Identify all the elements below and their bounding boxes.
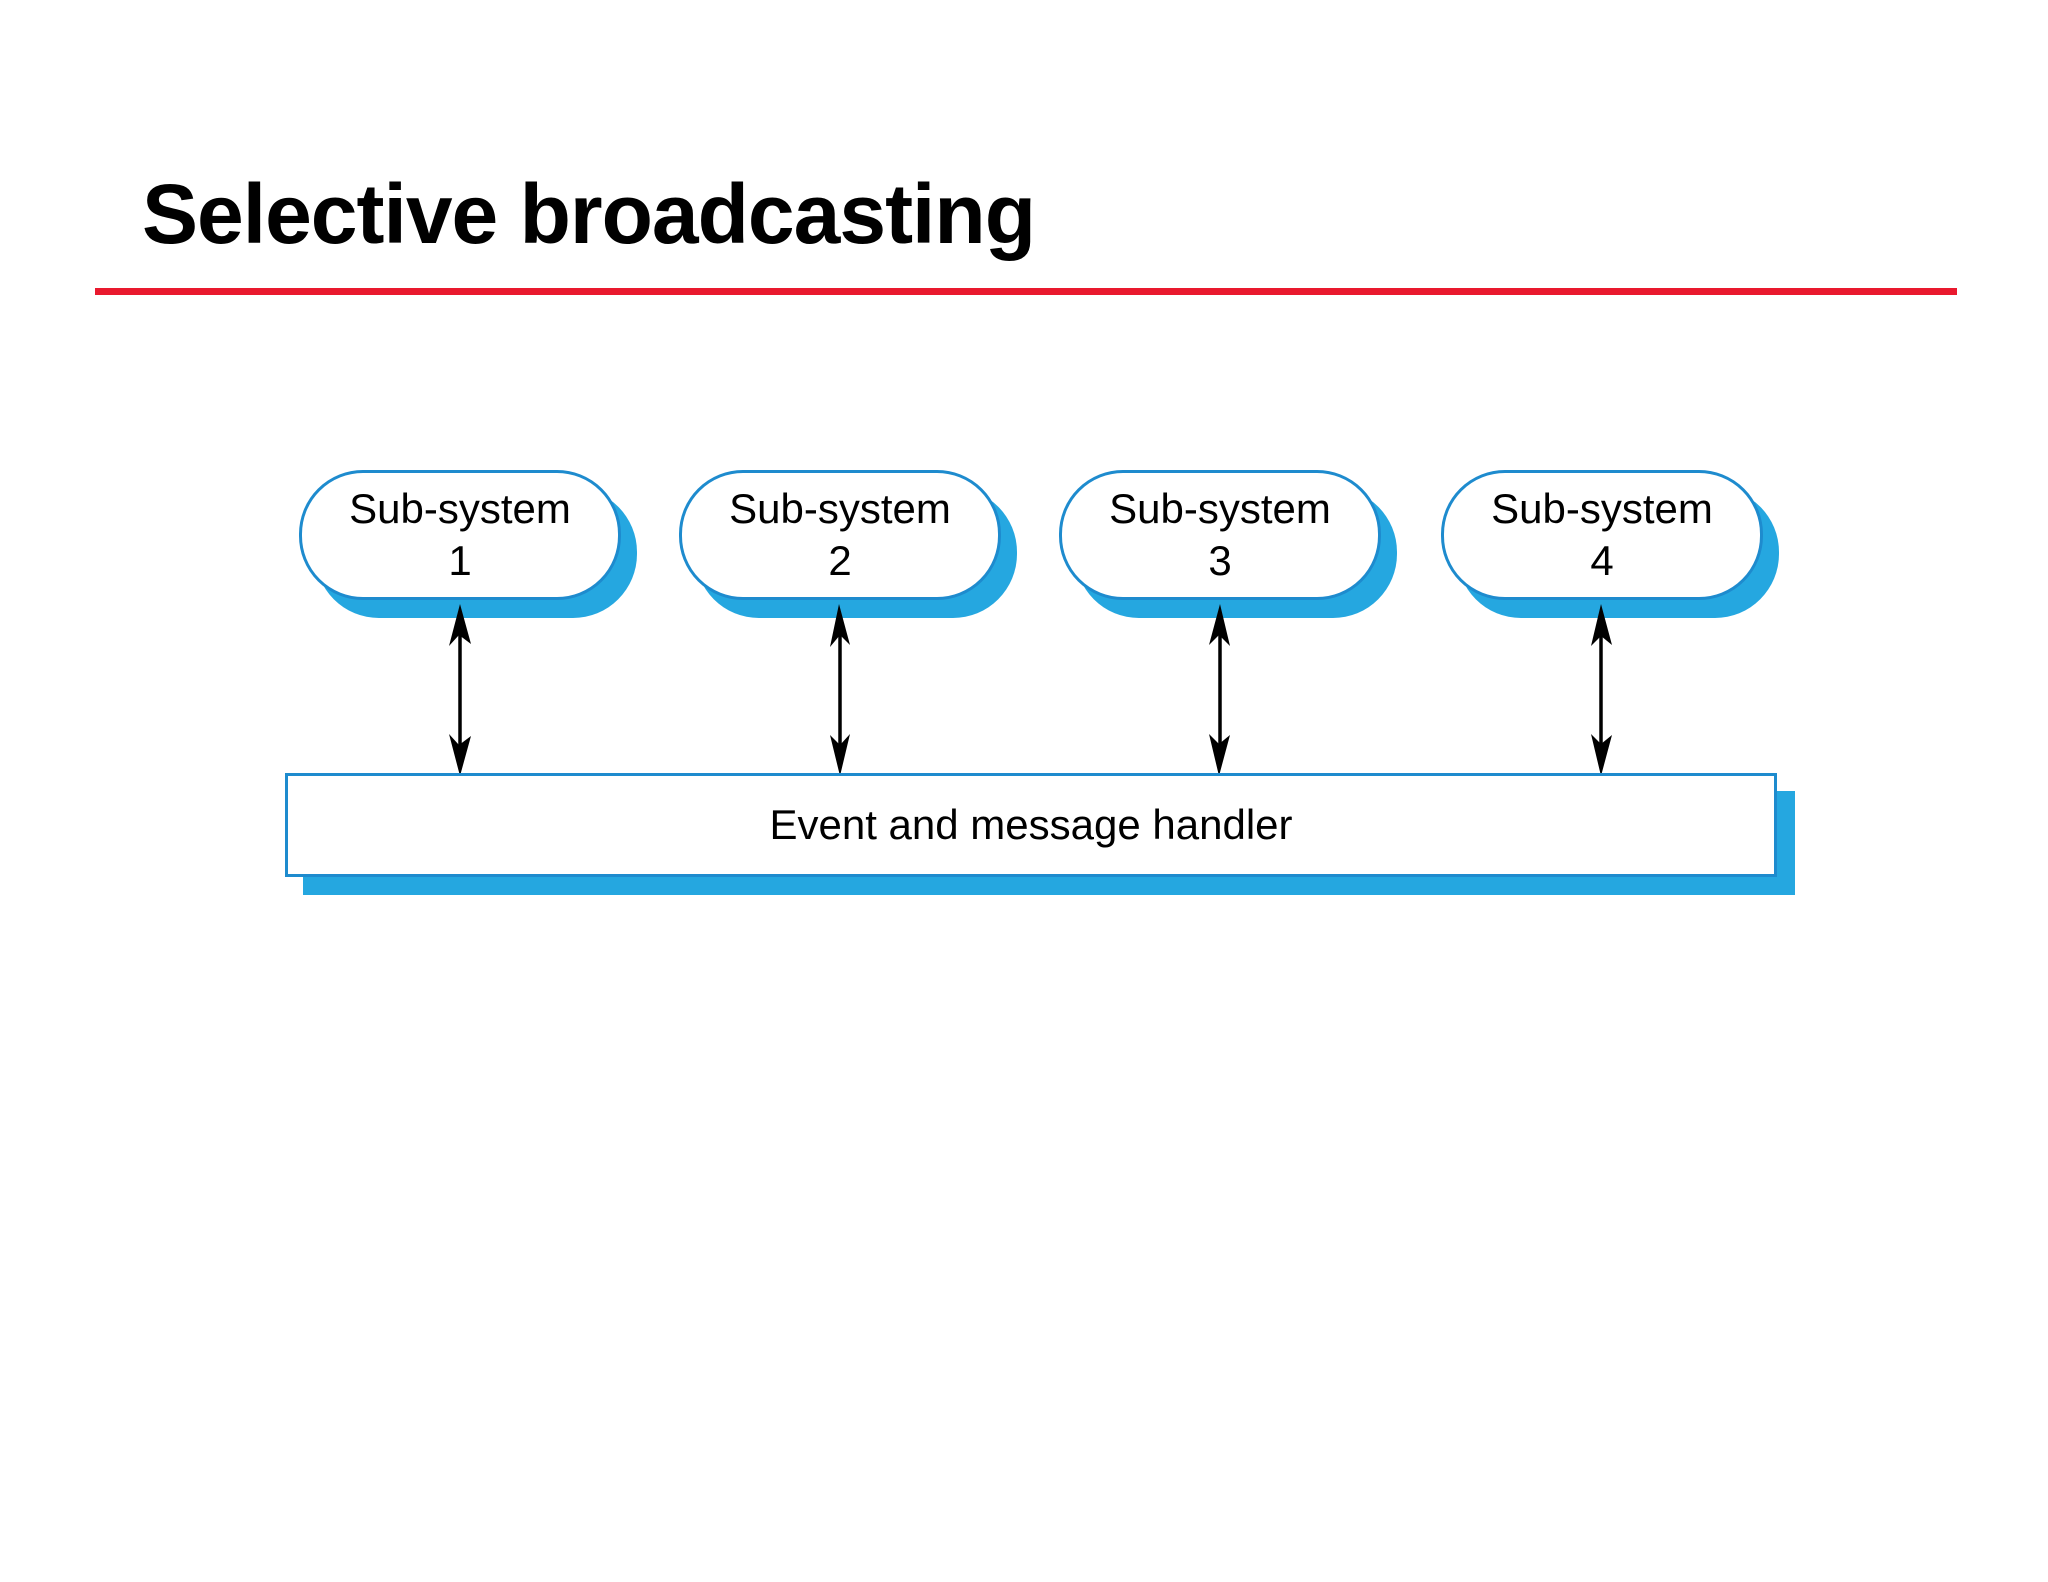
subsystem-label: Sub-system [729, 485, 951, 532]
event-message-handler-box: Event and message handler [285, 773, 1777, 877]
slide-title: Selective broadcasting [142, 167, 1036, 261]
bidirectional-arrow-icon [449, 604, 471, 776]
subsystem-box-1: Sub-system 1 [299, 470, 621, 600]
subsystem-box-3: Sub-system 3 [1059, 470, 1381, 600]
subsystem-box-4: Sub-system 4 [1441, 470, 1763, 600]
subsystem-label: Sub-system [1491, 485, 1713, 532]
bidirectional-arrow-icon [830, 604, 850, 776]
subsystem-number: 1 [448, 537, 472, 584]
bidirectional-arrow-icon [1209, 604, 1230, 776]
bidirectional-arrow-icon [1591, 604, 1612, 776]
subsystem-number: 2 [828, 537, 852, 584]
subsystem-label: Sub-system [349, 485, 571, 532]
subsystem-label: Sub-system [1109, 485, 1331, 532]
title-underline [95, 288, 1957, 295]
handler-label: Event and message handler [769, 801, 1293, 848]
subsystem-box-2: Sub-system 2 [679, 470, 1001, 600]
subsystem-number: 4 [1590, 537, 1614, 584]
subsystem-number: 3 [1208, 537, 1232, 584]
